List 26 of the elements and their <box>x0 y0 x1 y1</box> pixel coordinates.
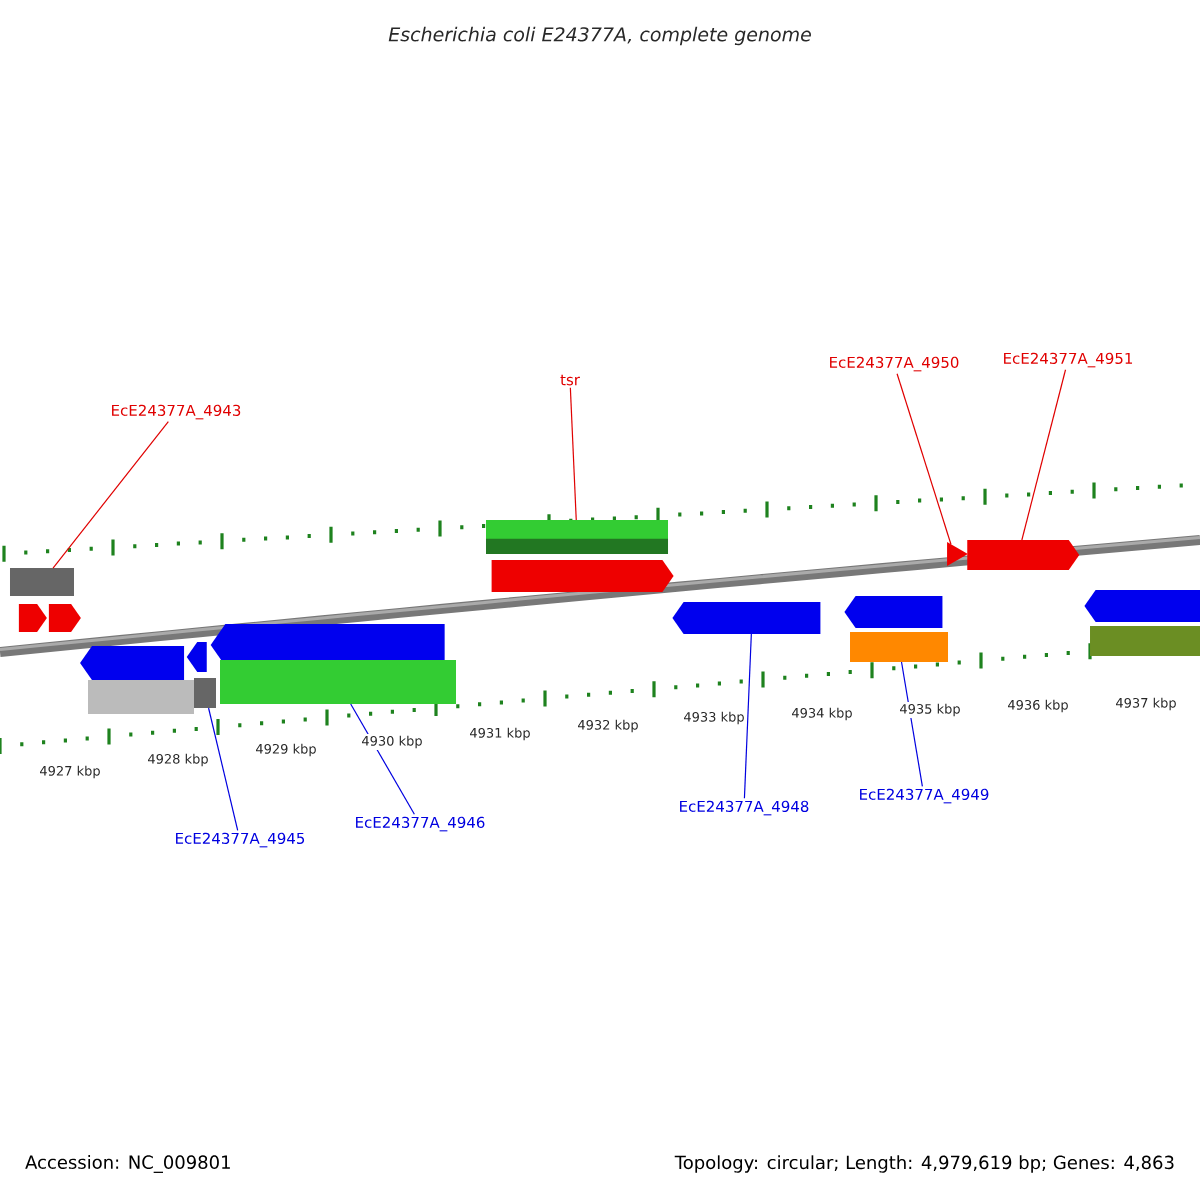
gene-feature <box>672 602 821 634</box>
leader-line <box>569 387 577 521</box>
gene-feature <box>80 646 185 680</box>
gene-feature <box>18 604 47 632</box>
gene-feature <box>220 660 456 704</box>
gene-feature <box>88 680 194 714</box>
gene-feature <box>850 632 948 662</box>
gene-feature <box>491 560 674 592</box>
leader-line <box>207 707 239 831</box>
gene-feature <box>10 568 74 596</box>
gene-feature <box>1084 590 1200 622</box>
leader-line <box>900 661 923 787</box>
leader-line <box>896 373 952 545</box>
gene-feature <box>48 604 81 632</box>
gene-feature <box>186 642 207 672</box>
gene-feature <box>194 678 216 708</box>
gene-feature <box>947 542 968 566</box>
footer-text: Accession: NC_009801 <box>25 1155 230 1173</box>
leader-line <box>52 421 169 569</box>
leader-line <box>1021 369 1067 541</box>
leader-line <box>743 633 752 799</box>
title: Escherichia coli E24377A, complete genome <box>388 26 811 46</box>
gene-feature <box>844 596 943 628</box>
gene-feature <box>1090 626 1200 656</box>
gene-feature <box>486 520 668 554</box>
footer-text: Topology: circular; Length: 4,979,619 bp; Genes: 4,863 <box>674 1155 1174 1173</box>
